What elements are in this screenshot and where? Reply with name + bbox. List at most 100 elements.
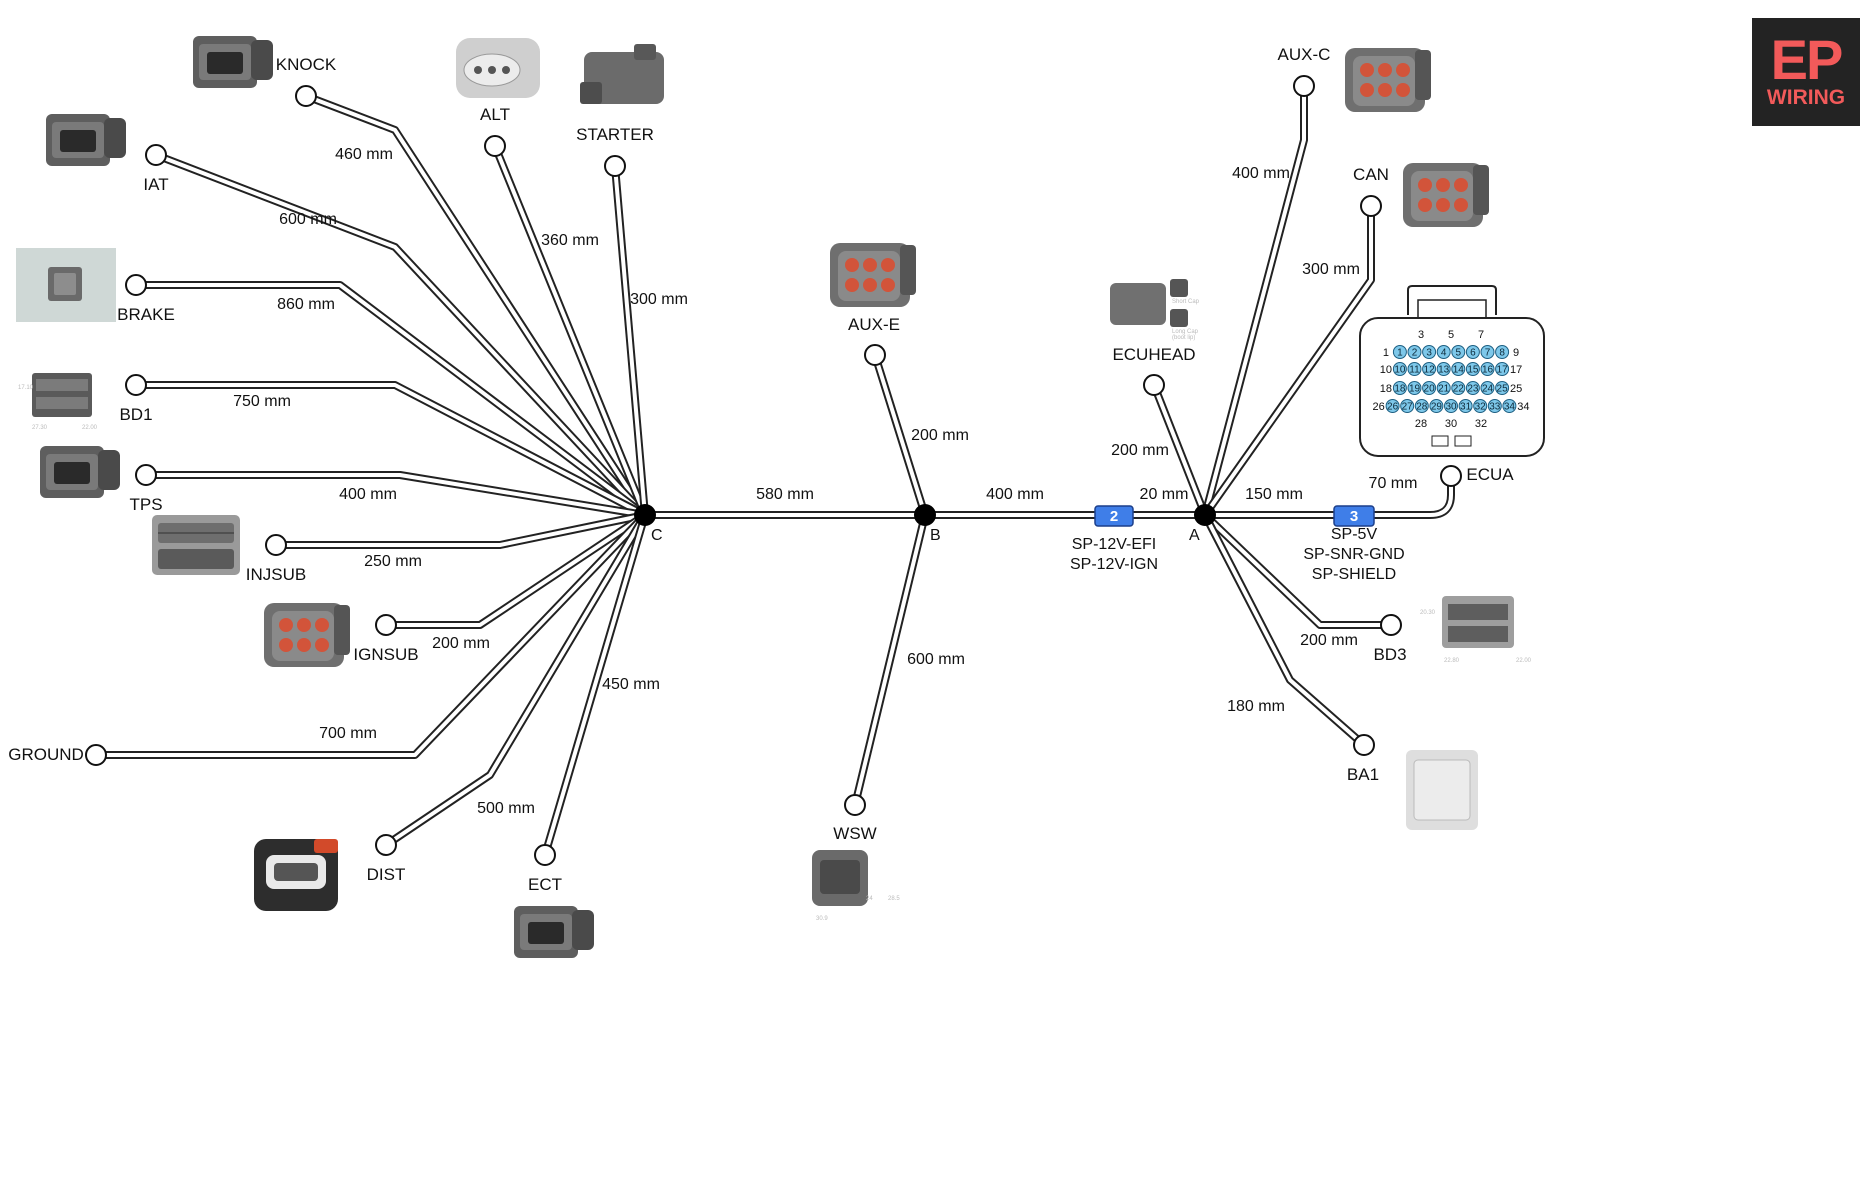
endpoint-ecua[interactable] (1440, 465, 1462, 487)
ecua-pin-number: 3 (1426, 348, 1432, 359)
wire-wsw (851, 514, 929, 806)
wsw-connector-icon: 24 28.5 30.9 (812, 850, 900, 922)
wire-bd3 (1202, 512, 1391, 629)
label-ecuhead: ECUHEAD (1112, 345, 1195, 364)
wire-ect (541, 513, 649, 857)
label-starter: STARTER (576, 125, 654, 144)
ecua-row-left-label: 1 (1383, 347, 1389, 359)
ecua-pin (1444, 399, 1458, 413)
endpoint-can[interactable] (1360, 195, 1382, 217)
endpoint-aux-e[interactable] (864, 344, 886, 366)
endpoint-dist[interactable] (375, 834, 397, 856)
endpoint-ignsub[interactable] (375, 614, 397, 636)
splice-3[interactable]: 3 (1333, 505, 1375, 527)
ecua-row-left-label: 26 (1372, 401, 1384, 413)
endpoint-knock[interactable] (295, 85, 317, 107)
ecua-pin (1495, 362, 1510, 376)
node-B (914, 504, 936, 526)
logo-line2: WIRING (1766, 86, 1846, 109)
node-A (1194, 504, 1216, 526)
endpoint-bd1[interactable] (125, 374, 147, 396)
wire-aux-e (871, 353, 929, 517)
ecua-row-left-label: 18 (1380, 383, 1392, 395)
wire-dist (383, 512, 649, 849)
node-label-A: A (1189, 527, 1200, 544)
label-injsub: INJSUB (246, 565, 306, 584)
ecua-pin-number: 7 (1485, 348, 1491, 359)
length-ignsub: 200 mm (432, 635, 490, 652)
bd1-connector-icon: 17.10 27.30 22.00 (18, 373, 98, 431)
ecua-pin-number: 26 (1387, 402, 1399, 413)
wire-ground (96, 512, 648, 759)
length-bd3: 200 mm (1300, 632, 1358, 649)
bd1-dim-2: 27.30 (32, 425, 48, 431)
ecua-pin (1451, 362, 1466, 376)
label-bd1: BD1 (119, 405, 152, 424)
label-bd3: BD3 (1373, 645, 1406, 664)
ecua-pin (1407, 345, 1422, 359)
wire-trunk (645, 476, 1455, 519)
splice-2-label-2: SP-12V-IGN (1070, 556, 1158, 573)
length-aux-c: 400 mm (1232, 165, 1290, 182)
splice-2[interactable]: 2 (1094, 505, 1134, 527)
ecua-pin (1465, 362, 1480, 376)
ecua-pin (1392, 345, 1407, 359)
ecua-pin (1465, 345, 1480, 359)
ecua-pin-number: 28 (1416, 402, 1428, 413)
endpoint-alt[interactable] (484, 135, 506, 157)
dist-connector-icon (254, 839, 338, 911)
endpoint-ground[interactable] (85, 744, 107, 766)
wire-ecuhead (1150, 383, 1209, 517)
label-wsw: WSW (833, 824, 876, 843)
ecua-pin (1495, 345, 1510, 359)
ecua-pin-number: 10 (1394, 365, 1406, 376)
bd1-dim-3: 22.00 (82, 425, 98, 431)
trunk-length-a-splice3: 150 mm (1245, 486, 1303, 503)
endpoint-ba1[interactable] (1353, 734, 1375, 756)
wire-can (1201, 206, 1375, 518)
ecua-pin-number: 8 (1499, 348, 1505, 359)
ecua-pin (1436, 381, 1451, 395)
endpoint-aux-c[interactable] (1293, 75, 1315, 97)
endpoint-tps[interactable] (135, 464, 157, 486)
endpoint-brake[interactable] (125, 274, 147, 296)
starter-connector-icon (580, 44, 664, 104)
wire-alt (491, 144, 649, 517)
ecuhead-long-cap-sub: (boot lip) (1172, 335, 1195, 341)
logo-line1: EP (1770, 28, 1844, 91)
label-ground: GROUND (8, 745, 84, 764)
ecua-row-left-label: 10 (1380, 364, 1392, 376)
ecua-pin (1422, 345, 1437, 359)
wsw-dim-3: 30.9 (816, 916, 828, 922)
ecua-pin-number: 31 (1460, 402, 1472, 413)
ecua-pin (1407, 362, 1422, 376)
length-aux-e: 200 mm (911, 427, 969, 444)
endpoint-injsub[interactable] (265, 534, 287, 556)
ect-connector-icon (514, 906, 594, 958)
endpoint-bd3[interactable] (1380, 614, 1402, 636)
label-dist: DIST (367, 865, 406, 884)
endpoint-starter[interactable] (604, 155, 626, 177)
endpoint-ect[interactable] (534, 844, 556, 866)
splice-3-number: 3 (1350, 508, 1358, 525)
label-iat: IAT (143, 175, 168, 194)
length-can: 300 mm (1302, 261, 1360, 278)
ecua-row-right-label: 17 (1510, 364, 1522, 376)
ecua-pin (1400, 399, 1415, 413)
ecua-pin (1480, 345, 1495, 359)
wire-starter (611, 165, 649, 516)
ecua-pin (1480, 381, 1495, 395)
trunk-length-splice3-ecua: 70 mm (1369, 475, 1418, 492)
endpoint-ecuhead[interactable] (1143, 374, 1165, 396)
ecua-pin (1385, 399, 1400, 413)
length-ground: 700 mm (319, 725, 377, 742)
endpoint-wsw[interactable] (844, 794, 866, 816)
ecua-top-5: 5 (1448, 329, 1454, 341)
endpoint-iat[interactable] (145, 144, 167, 166)
wsw-dim-1: 24 (866, 896, 873, 902)
ecua-pin (1407, 381, 1422, 395)
ecua-bottom-30: 30 (1445, 418, 1457, 430)
wire-bd1 (136, 381, 647, 519)
